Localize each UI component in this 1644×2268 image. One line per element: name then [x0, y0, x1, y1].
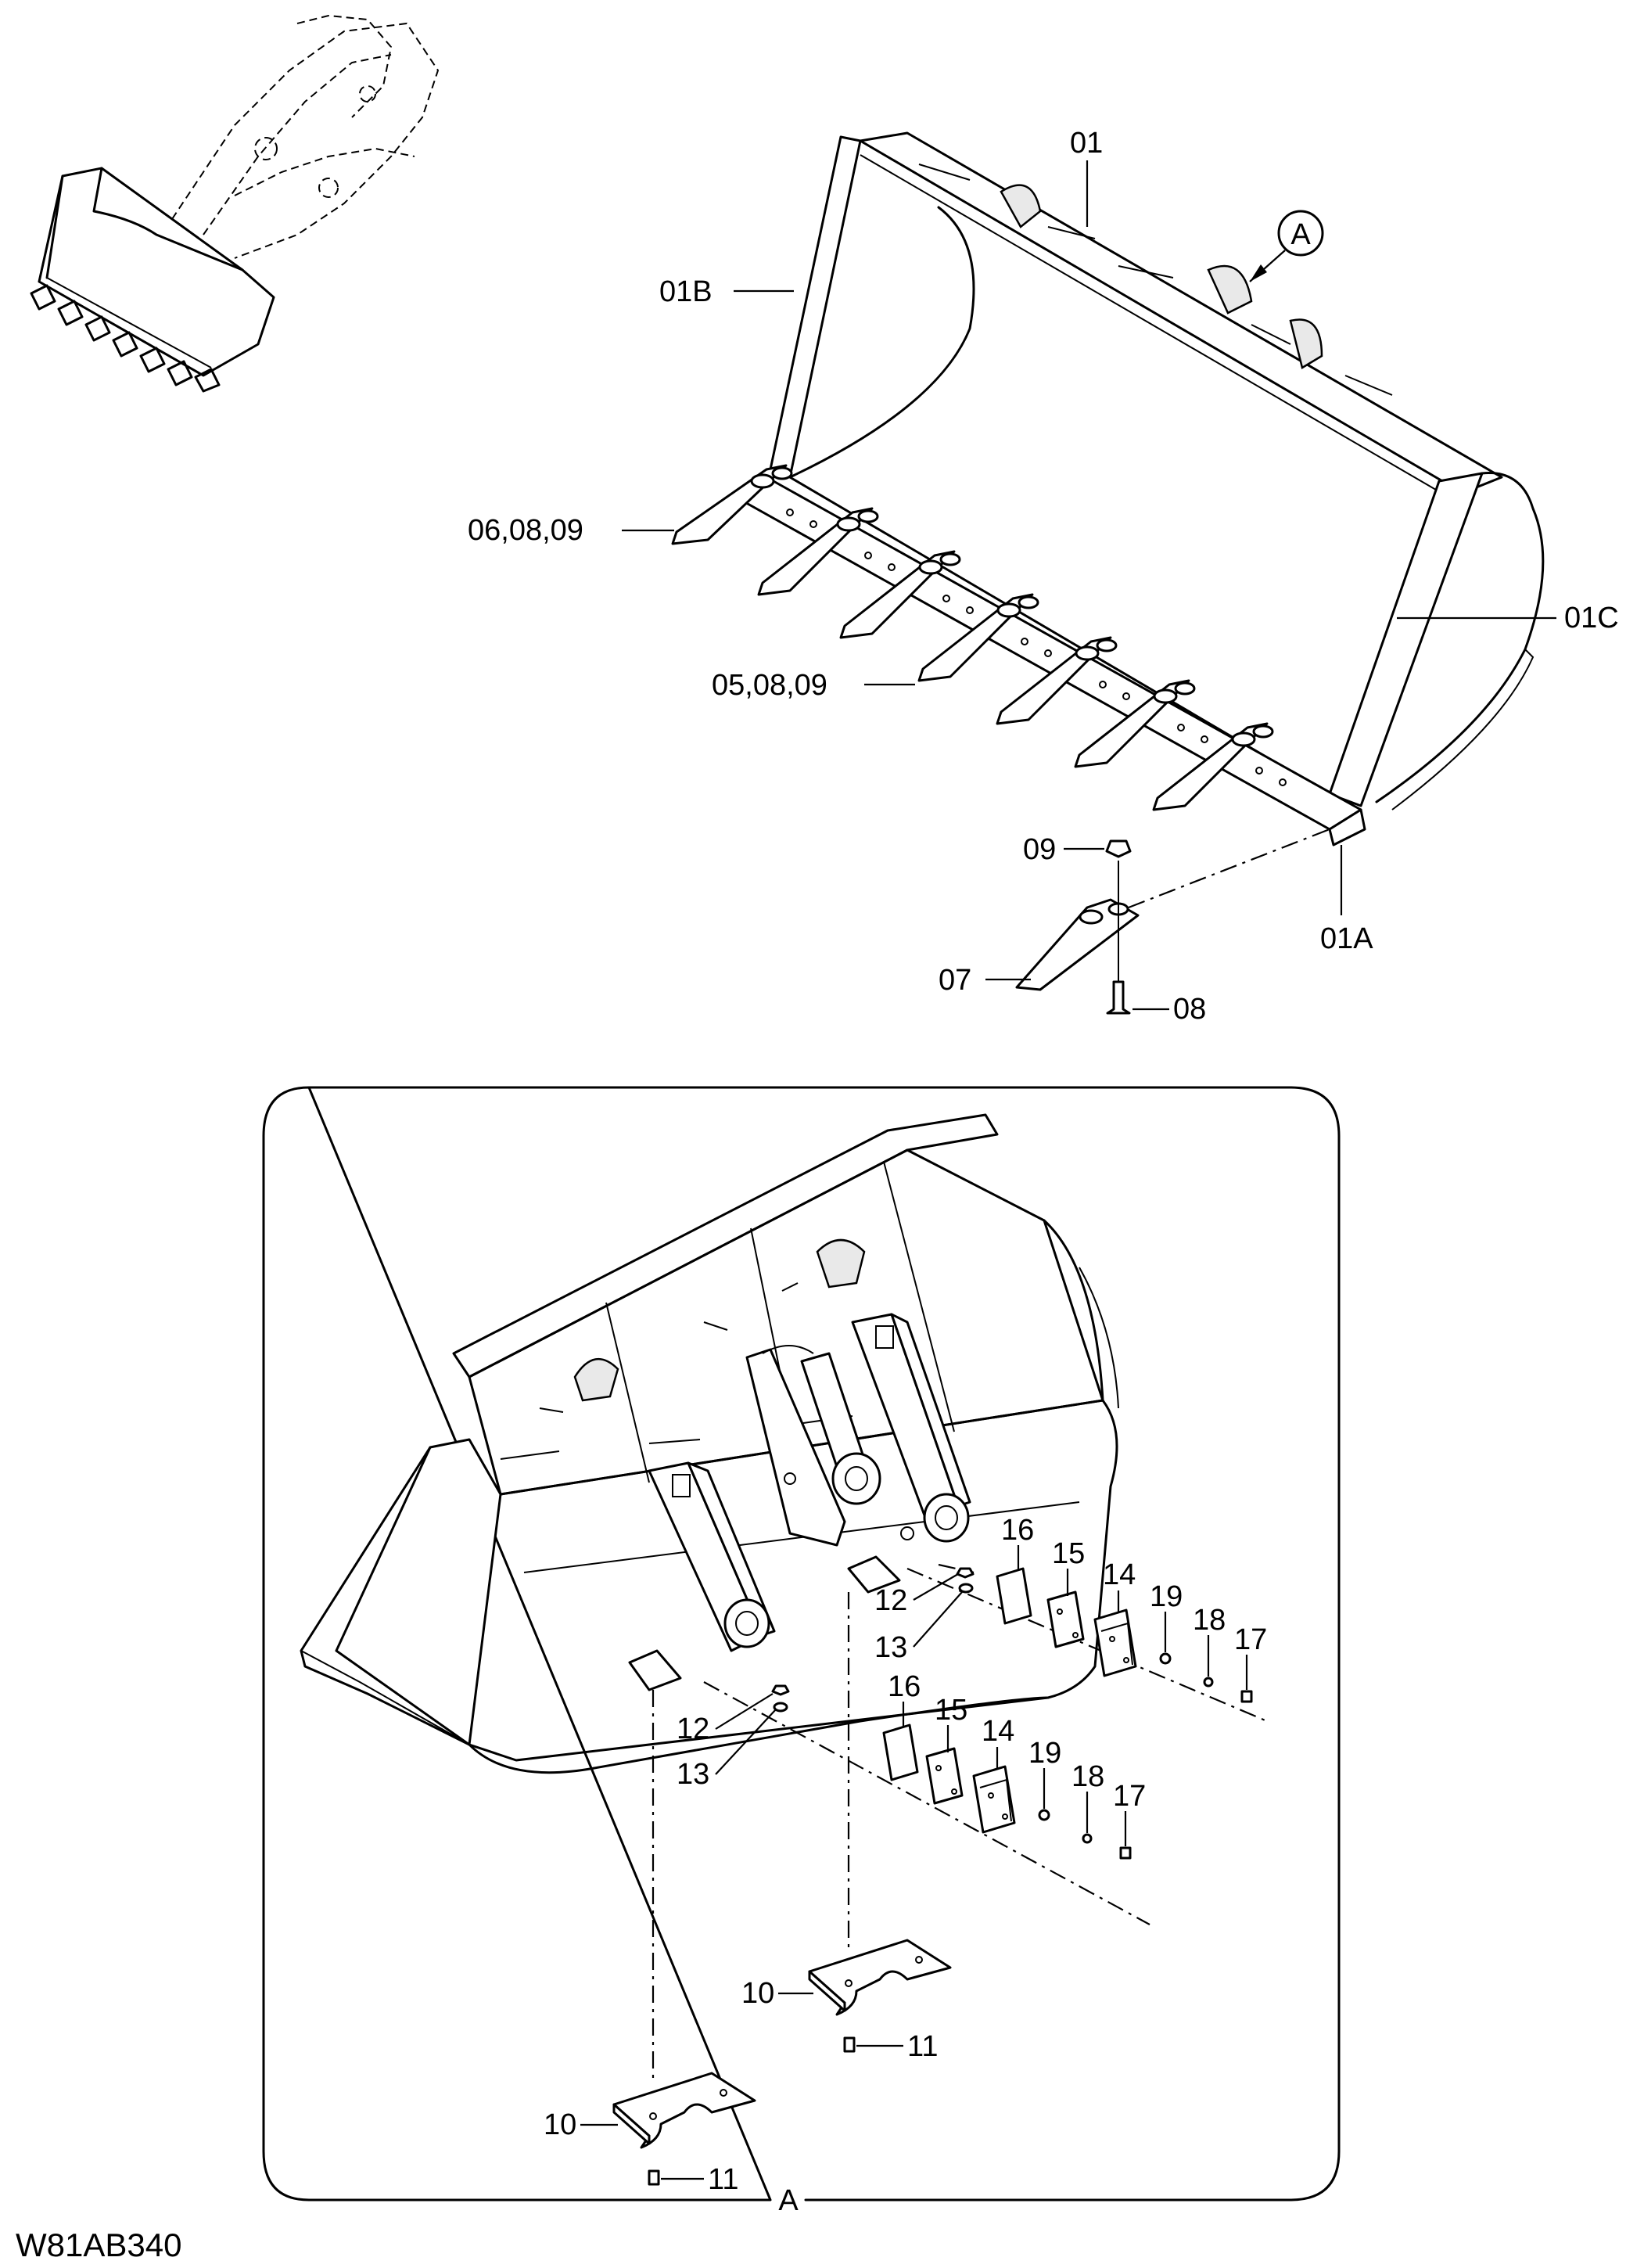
detail-bucket-rear [300, 1113, 1119, 1774]
label-12-upper: 12 [874, 1584, 907, 1617]
back-ribs [918, 164, 1393, 396]
detail-callout-circle [1277, 210, 1324, 257]
label-11-upper: 11 [907, 2030, 938, 2063]
pad-14-lower [972, 1765, 1016, 1834]
edge-bolt-holes [786, 509, 1287, 786]
pad-14-upper [1093, 1608, 1137, 1677]
label-13-upper: 13 [874, 1631, 907, 1664]
nut-12-lower [771, 1684, 790, 1696]
label-08: 08 [1173, 993, 1206, 1026]
label-15-lower: 15 [935, 1694, 967, 1727]
detail-a-frame: A [262, 1086, 1341, 2217]
upper-shim-stack [956, 1567, 1253, 1703]
label-01c: 01C [1564, 602, 1619, 634]
label-01b: 01B [659, 275, 713, 308]
label-14-lower: 14 [982, 1715, 1014, 1748]
washer-18-lower [1082, 1833, 1093, 1844]
bolt-17-upper [1240, 1690, 1253, 1703]
label-18-lower: 18 [1071, 1760, 1104, 1793]
label-09: 09 [1023, 833, 1056, 866]
shim-16-lower [882, 1723, 919, 1781]
label-19-lower: 19 [1028, 1737, 1061, 1770]
exploded-tooth [1015, 828, 1330, 1015]
label-14-upper: 14 [1103, 1558, 1136, 1591]
label-19-upper: 19 [1150, 1580, 1183, 1613]
bolt-11-upper [843, 2036, 856, 2053]
plate-10-upper [808, 1939, 952, 2016]
washer-19-lower [1038, 1809, 1050, 1821]
label-05-08-09: 05,08,09 [712, 669, 827, 702]
tooth-07 [1015, 898, 1140, 991]
detail-callout-letter: A [1290, 218, 1311, 251]
washer-18-upper [1203, 1677, 1214, 1688]
detail-caption-letter: A [778, 2184, 799, 2217]
bolt-08 [1106, 980, 1131, 1015]
nut-09 [1105, 839, 1132, 858]
label-07: 07 [939, 964, 971, 997]
main-bucket-assembly: A [671, 131, 1545, 846]
washer-13-upper [958, 1583, 974, 1594]
label-12-lower: 12 [677, 1713, 709, 1745]
plate-10-lower [612, 2072, 756, 2149]
stopper-plates [612, 1939, 952, 2186]
bucket-teeth [671, 464, 1274, 811]
label-16-lower: 16 [888, 1670, 921, 1703]
label-18-upper: 18 [1193, 1604, 1226, 1637]
label-06-08-09: 06,08,09 [468, 514, 583, 547]
drawing-code: W81AB340 [16, 2227, 181, 2263]
nut-12-upper [956, 1567, 975, 1579]
label-10-lower: 10 [544, 2108, 576, 2141]
detail-callouts: 16 15 14 19 18 17 12 13 16 15 14 19 18 1… [544, 1514, 1267, 2196]
side-plate-01b [769, 135, 862, 479]
label-01a: 01A [1320, 922, 1373, 955]
washer-19-upper [1159, 1652, 1172, 1665]
loader-overview-sketch [30, 14, 440, 393]
label-01: 01 [1070, 127, 1103, 160]
label-17-lower: 17 [1113, 1780, 1146, 1813]
lower-shim-stack [771, 1684, 1132, 1860]
label-15-upper: 15 [1052, 1537, 1085, 1570]
back-rim [859, 131, 1503, 494]
side-plate-01c [1328, 472, 1484, 807]
main-callouts: 01 01B 01C 06,08,09 05,08,09 09 01A 07 0… [468, 127, 1619, 1026]
label-13-lower: 13 [677, 1758, 709, 1791]
bolt-17-lower [1119, 1846, 1132, 1860]
washer-13-lower [773, 1702, 788, 1713]
label-10-upper: 10 [741, 1977, 774, 2010]
label-16-upper: 16 [1001, 1514, 1034, 1547]
shim-16-upper [996, 1567, 1032, 1625]
bolt-11-lower [648, 2169, 660, 2186]
shim-15-lower [925, 1747, 964, 1805]
detail-explode-lines [651, 1563, 1268, 2081]
label-17-upper: 17 [1234, 1623, 1267, 1656]
shim-15-upper [1046, 1590, 1085, 1648]
label-11-lower: 11 [708, 2163, 738, 2196]
